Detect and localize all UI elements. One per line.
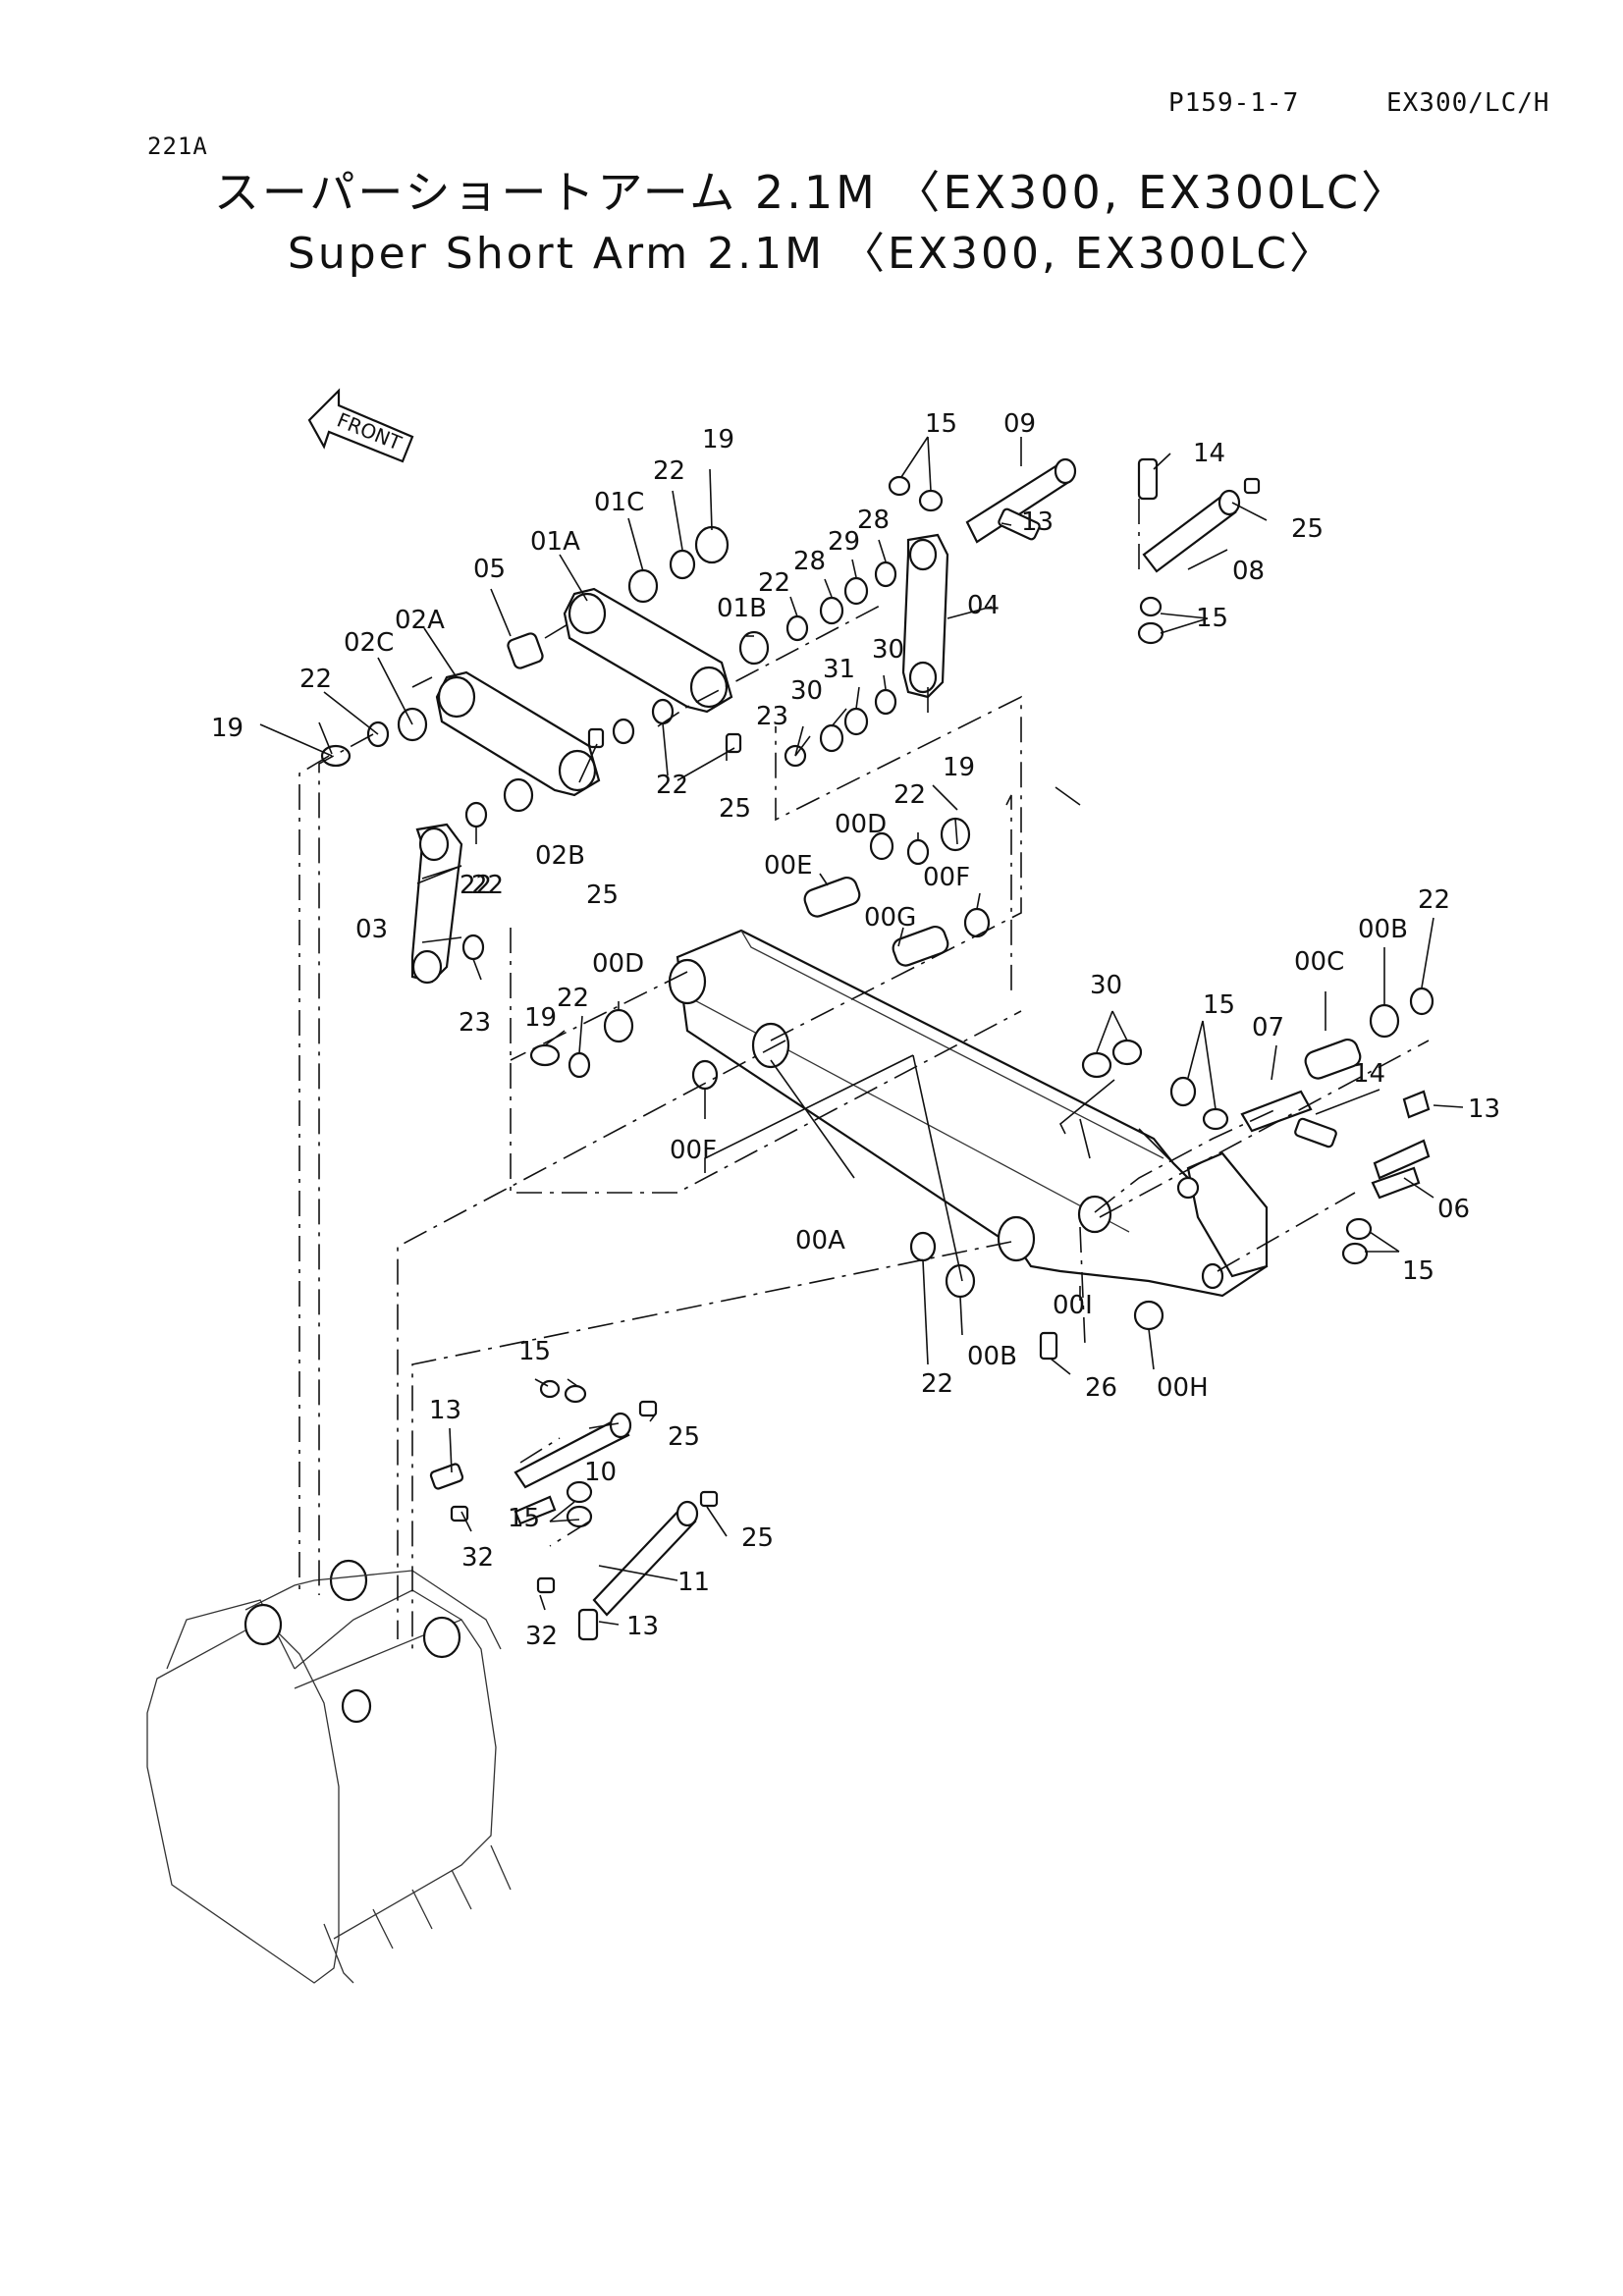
callout-label: 19 — [524, 1003, 557, 1033]
callout-label: 19 — [943, 753, 975, 782]
callout-label: 15 — [518, 1337, 551, 1366]
callout-label: 19 — [211, 714, 243, 743]
diagram-code: 221A — [147, 133, 208, 160]
callout-label: 00F — [670, 1136, 717, 1165]
assembly-lines — [298, 491, 1430, 1649]
callout-label: 00C — [1294, 947, 1344, 977]
callout-label: 00I — [1053, 1291, 1093, 1320]
callout-label: 15 — [508, 1504, 540, 1533]
link-04 — [901, 533, 949, 699]
callout-label: 30 — [1090, 971, 1122, 1000]
page-reference: P159-1-7 — [1168, 88, 1300, 118]
callout-label: 00D — [835, 810, 887, 839]
callout-label: 00B — [1358, 915, 1408, 944]
callout-label: 06 — [1437, 1195, 1470, 1224]
link-03 — [410, 823, 463, 985]
callout-label: 11 — [677, 1568, 710, 1597]
callout-label: 22 — [758, 568, 790, 598]
callout-label: 04 — [967, 591, 1000, 620]
leader-lines — [259, 436, 1464, 1626]
callout-label: 09 — [1003, 409, 1036, 439]
callout-label: 10 — [584, 1458, 617, 1487]
callout-label: 00A — [795, 1226, 845, 1255]
callout-label: 00G — [864, 903, 916, 933]
callout-label: 30 — [790, 676, 823, 706]
link-01a — [563, 587, 733, 714]
callout-label: 25 — [668, 1422, 700, 1452]
callout-label: 22 — [921, 1369, 953, 1399]
link-02a — [435, 670, 601, 797]
callout-label: 31 — [823, 655, 855, 684]
callout-label: 13 — [1021, 507, 1054, 537]
callout-label: 13 — [429, 1396, 461, 1425]
callout-label: 00H — [1157, 1373, 1209, 1403]
callout-label: 02C — [344, 628, 394, 658]
callout-label: 00F — [923, 863, 970, 892]
callout-label: 25 — [741, 1523, 774, 1553]
callout-label: 14 — [1193, 439, 1225, 468]
callout-label: 32 — [461, 1543, 494, 1573]
callout-label: 22 — [1418, 885, 1450, 915]
callout-label: 23 — [459, 1008, 491, 1038]
callout-label: 22 — [460, 871, 492, 900]
callout-label: 00E — [764, 851, 813, 881]
callout-label: 30 — [872, 635, 904, 665]
callout-label: 15 — [1196, 604, 1228, 633]
callout-label: 14 — [1353, 1059, 1385, 1089]
callout-label: 22 — [299, 665, 332, 694]
callout-label: 01A — [530, 527, 580, 557]
callout-label: 15 — [925, 409, 957, 439]
callout-label: 15 — [1203, 990, 1235, 1020]
callout-label: 22 — [557, 984, 589, 1013]
front-arrow-icon: FRONT — [307, 388, 414, 463]
callout-label: 01C — [594, 488, 644, 517]
callout-label: 23 — [756, 702, 788, 731]
callout-label: 01B — [717, 594, 767, 623]
callout-label: 05 — [473, 555, 506, 584]
callout-label: 28 — [793, 547, 826, 576]
callout-label: 03 — [355, 915, 388, 944]
title-japanese: スーパーショートアーム 2.1M 〈EX300, EX300LC〉 — [213, 166, 1410, 219]
callout-label: 08 — [1232, 557, 1265, 586]
callout-label: 00B — [967, 1342, 1017, 1371]
callout-label: 13 — [626, 1612, 659, 1641]
callout-label: 22 — [653, 456, 685, 486]
bucket — [146, 1559, 512, 1984]
callout-label: 32 — [525, 1622, 558, 1651]
arm-body — [668, 929, 1269, 1298]
callout-label: 07 — [1252, 1013, 1284, 1042]
callout-label: 00D — [592, 949, 644, 979]
callout-label: 25 — [1291, 514, 1324, 544]
callout-label: 13 — [1468, 1095, 1500, 1124]
title-english: Super Short Arm 2.1M 〈EX300, EX300LC〉 — [287, 229, 1336, 279]
callout-label: 25 — [586, 881, 619, 910]
small-parts — [320, 457, 1434, 1641]
callout-label: 22 — [471, 871, 504, 900]
callout-labels: 19 22 01C 01A 05 02A 02C 22 19 01B 22 28… — [211, 409, 1500, 1651]
callout-label: 29 — [828, 527, 860, 557]
callout-label: 22 — [893, 780, 926, 810]
model-reference: EX300/LC/H — [1386, 88, 1550, 118]
callout-label: 02A — [395, 606, 445, 635]
callout-label: 28 — [857, 506, 890, 535]
callout-label: 25 — [719, 794, 751, 824]
callout-label: 19 — [702, 425, 734, 454]
callout-label: 02B — [535, 841, 585, 871]
callout-label: 26 — [1085, 1373, 1117, 1403]
callout-label: 22 — [656, 771, 688, 800]
callout-label: 15 — [1402, 1256, 1434, 1286]
